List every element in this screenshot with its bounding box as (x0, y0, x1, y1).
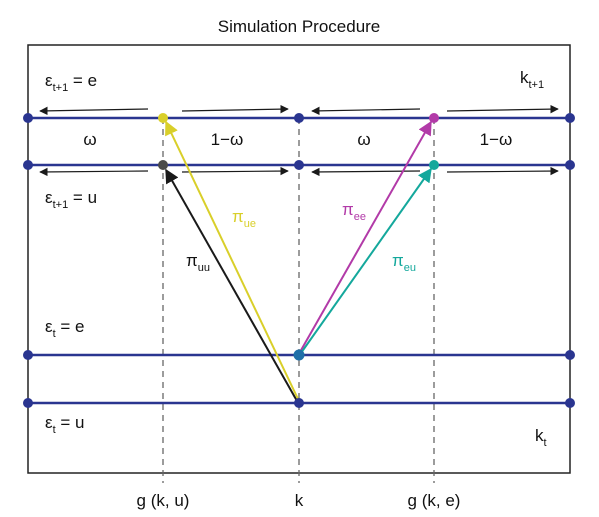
label-eps-t1-e: εt+1 = e (45, 71, 97, 94)
node-dot (565, 350, 575, 360)
axis-label-k: k (295, 491, 304, 510)
arrow-pi-ue (165, 120, 299, 400)
arrow-pi-ee (299, 120, 432, 353)
node-dot (23, 160, 33, 170)
label-eps-t-u: εt = u (45, 413, 85, 436)
label-eps-t-e: εt = e (45, 317, 85, 340)
label-pi-ue: πue (232, 207, 256, 230)
node-dot-g-ku-employed (158, 113, 168, 123)
node-dot-g-ku-unemployed (158, 160, 168, 170)
node-dot-g-ke-employed (429, 113, 439, 123)
node-dot (565, 160, 575, 170)
label-k-t1: kt+1 (520, 68, 544, 91)
node-dot (294, 160, 304, 170)
node-dot-k-employed (293, 349, 305, 361)
interval-arrow (311, 106, 421, 116)
node-dot-k-unemployed (294, 398, 304, 408)
node-dot (23, 350, 33, 360)
label-omega-left: ω (83, 130, 96, 149)
node-dot (565, 113, 575, 123)
node-dot (565, 398, 575, 408)
axis-label-g-ku: g (k, u) (137, 491, 190, 510)
label-pi-ee: πee (342, 200, 366, 223)
label-k-t: kt (535, 426, 547, 449)
node-dot-g-ke-unemployed (429, 160, 439, 170)
interval-arrow (39, 167, 149, 177)
interval-arrow (446, 166, 559, 176)
label-omega-right: ω (357, 130, 370, 149)
label-pi-eu: πeu (392, 251, 416, 274)
interval-arrow (181, 166, 289, 176)
arrow-pi-eu (300, 167, 432, 354)
interval-arrow (181, 104, 289, 114)
page-title: Simulation Procedure (218, 17, 381, 36)
node-dot (23, 113, 33, 123)
interval-arrow (446, 104, 559, 114)
label-one-minus-omega-right: 1−ω (480, 130, 513, 149)
label-pi-uu: πuu (186, 251, 210, 274)
arrow-pi-uu (165, 168, 298, 402)
axis-label-g-ke: g (k, e) (408, 491, 461, 510)
node-dot (23, 398, 33, 408)
label-eps-t1-u: εt+1 = u (45, 188, 97, 211)
node-dot (294, 113, 304, 123)
interval-arrow (39, 106, 149, 116)
label-one-minus-omega-left: 1−ω (211, 130, 244, 149)
